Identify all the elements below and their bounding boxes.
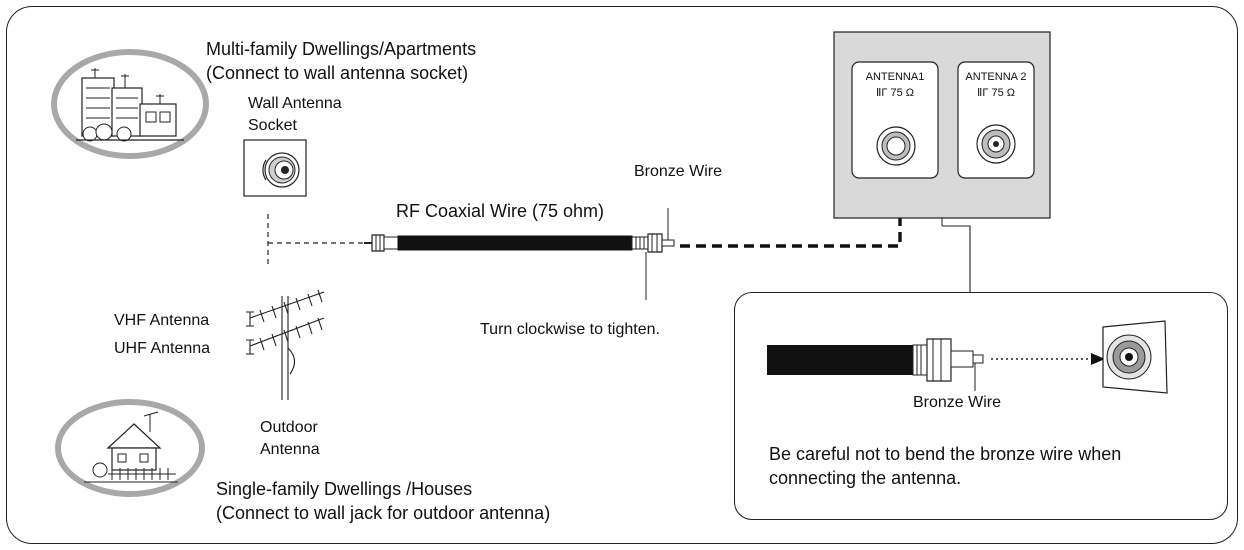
diagram-frame bbox=[6, 6, 1238, 544]
houses-subtitle: (Connect to wall jack for outdoor antenn… bbox=[216, 503, 551, 523]
house-illustration bbox=[55, 399, 205, 497]
outdoor-antenna bbox=[246, 289, 325, 400]
wall-socket-label-2: Socket bbox=[248, 117, 297, 134]
connection-dashed-path bbox=[680, 150, 902, 248]
antenna2-name: ANTENNA 2 bbox=[965, 71, 1027, 83]
wall-socket-label-1: Wall Antenna bbox=[248, 95, 342, 112]
detail-connector-illustration bbox=[767, 320, 1168, 394]
tighten-note: Turn clockwise to tighten. bbox=[480, 321, 660, 338]
tv-antenna-panel bbox=[833, 31, 1051, 292]
caution-line-1: Be careful not to bend the bronze wire w… bbox=[769, 444, 1122, 464]
vhf-antenna-label: VHF Antenna bbox=[114, 312, 210, 329]
apartments-title: Multi-family Dwellings/Apartments bbox=[206, 39, 477, 59]
outdoor-antenna-label-2: Antenna bbox=[260, 441, 320, 458]
cable-label: RF Coaxial Wire (75 ohm) bbox=[396, 201, 605, 221]
bronze-wire-label: Bronze Wire bbox=[634, 163, 723, 180]
detail-inset: Bronze Wire Be careful not to bend the b… bbox=[734, 292, 1228, 520]
apartments-subtitle: (Connect to wall antenna socket) bbox=[206, 63, 469, 83]
uhf-antenna-label: UHF Antenna bbox=[114, 340, 211, 357]
wall-antenna-socket bbox=[243, 139, 307, 197]
apartment-building-illustration bbox=[51, 49, 209, 159]
antenna1-name: ANTENNA1 bbox=[865, 71, 925, 83]
caution-line-2: connecting the antenna. bbox=[769, 468, 962, 488]
antenna2-spec: ⅡΓ 75 Ω bbox=[976, 87, 1016, 99]
outdoor-antenna-label-1: Outdoor bbox=[260, 419, 318, 436]
houses-title: Single-family Dwellings /Houses bbox=[216, 479, 473, 499]
antenna1-spec: ⅡΓ 75 Ω bbox=[875, 87, 915, 99]
detail-bronze-wire-label: Bronze Wire bbox=[913, 394, 1002, 411]
rf-coaxial-cable bbox=[364, 208, 675, 300]
